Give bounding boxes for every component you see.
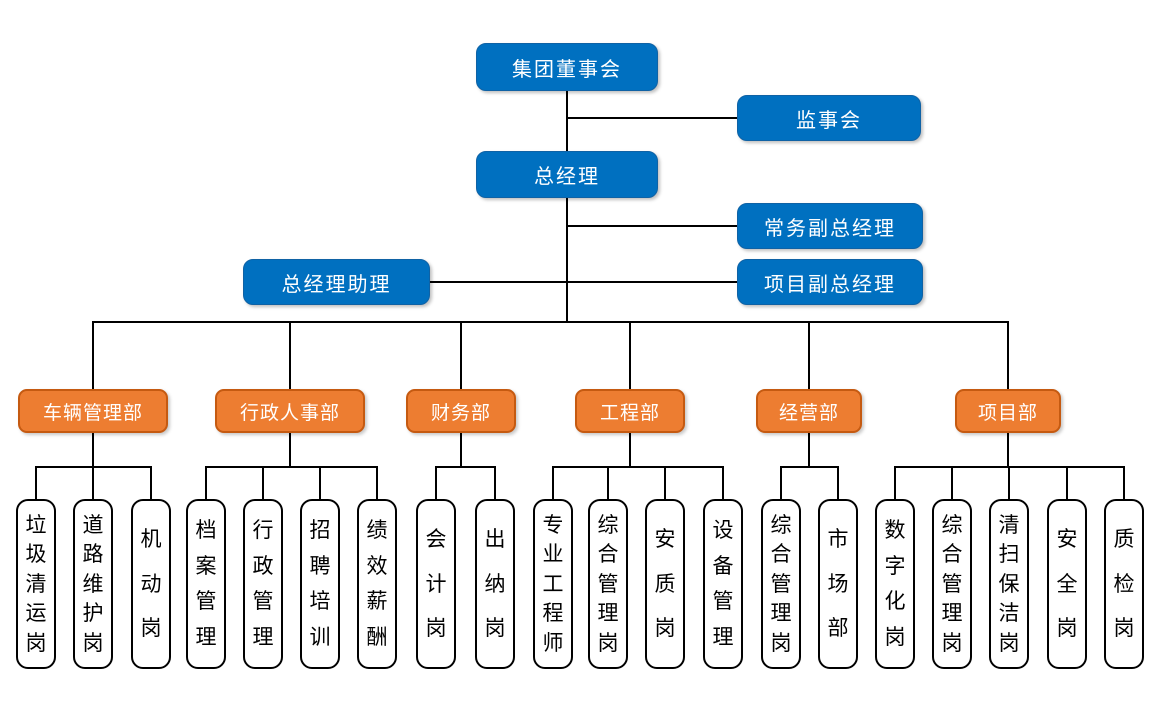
connector-line xyxy=(460,321,462,389)
post-node: 清扫保洁岗 xyxy=(989,499,1029,669)
connector-line xyxy=(951,466,953,500)
connector-line xyxy=(92,433,94,467)
connector-line xyxy=(629,433,631,467)
post-node: 招聘培训 xyxy=(300,499,340,669)
connector-line xyxy=(894,466,896,500)
dept-node-vehicle-management: 车辆管理部 xyxy=(18,389,168,433)
connector-line xyxy=(567,117,737,119)
dept-node-project: 项目部 xyxy=(955,389,1061,433)
post-node: 机动岗 xyxy=(131,499,171,669)
connector-line xyxy=(566,91,568,151)
connector-line xyxy=(1123,466,1125,500)
connector-line xyxy=(837,466,839,500)
post-node: 数字化岗 xyxy=(875,499,915,669)
connector-line xyxy=(566,198,568,323)
node-gm-assistant: 总经理助理 xyxy=(243,259,430,305)
node-general-manager: 总经理 xyxy=(476,151,658,198)
connector-line xyxy=(1007,321,1009,389)
connector-line xyxy=(435,466,437,500)
post-node: 垃圾清运岗 xyxy=(16,499,56,669)
node-project-deputy-gm: 项目副总经理 xyxy=(737,259,923,305)
post-node: 行政管理 xyxy=(243,499,283,669)
connector-line xyxy=(150,466,152,500)
connector-line xyxy=(722,466,724,500)
connector-line xyxy=(92,321,1009,323)
post-node: 会计岗 xyxy=(416,499,456,669)
post-node: 档案管理 xyxy=(186,499,226,669)
connector-line xyxy=(808,433,810,467)
connector-line xyxy=(376,466,378,500)
connector-line xyxy=(92,321,94,389)
connector-line xyxy=(1008,466,1010,500)
connector-line xyxy=(319,466,321,500)
connector-line xyxy=(808,321,810,389)
connector-line xyxy=(430,281,737,283)
connector-line xyxy=(664,466,666,500)
connector-line xyxy=(494,466,496,500)
connector-line xyxy=(289,321,291,389)
post-node: 市场部 xyxy=(818,499,858,669)
connector-line xyxy=(35,466,37,500)
dept-node-admin-hr: 行政人事部 xyxy=(215,389,365,433)
connector-line xyxy=(289,433,291,467)
connector-line xyxy=(552,466,554,500)
dept-node-engineering: 工程部 xyxy=(575,389,685,433)
post-node: 安质岗 xyxy=(645,499,685,669)
dept-node-operations: 经营部 xyxy=(756,389,862,433)
connector-line xyxy=(780,466,782,500)
connector-line xyxy=(567,225,737,227)
dept-node-finance: 财务部 xyxy=(406,389,516,433)
connector-line xyxy=(1007,433,1009,467)
connector-line xyxy=(205,466,378,468)
connector-line xyxy=(780,466,839,468)
post-node: 质检岗 xyxy=(1104,499,1144,669)
post-node: 设备管理 xyxy=(703,499,743,669)
post-node: 专业工程师 xyxy=(533,499,573,669)
post-node: 绩效薪酬 xyxy=(357,499,397,669)
connector-line xyxy=(205,466,207,500)
post-node: 道路维护岗 xyxy=(73,499,113,669)
connector-line xyxy=(262,466,264,500)
post-node: 综合管理岗 xyxy=(588,499,628,669)
connector-line xyxy=(552,466,724,468)
node-executive-deputy-gm: 常务副总经理 xyxy=(737,203,923,249)
connector-line xyxy=(435,466,496,468)
connector-line xyxy=(629,321,631,389)
node-supervisory-board: 监事会 xyxy=(737,95,921,141)
connector-line xyxy=(92,466,94,500)
connector-line xyxy=(460,433,462,467)
post-node: 安全岗 xyxy=(1047,499,1087,669)
connector-line xyxy=(607,466,609,500)
connector-line xyxy=(1066,466,1068,500)
post-node: 综合管理岗 xyxy=(761,499,801,669)
post-node: 出纳岗 xyxy=(475,499,515,669)
post-node: 综合管理岗 xyxy=(932,499,972,669)
node-group-board: 集团董事会 xyxy=(476,43,658,91)
